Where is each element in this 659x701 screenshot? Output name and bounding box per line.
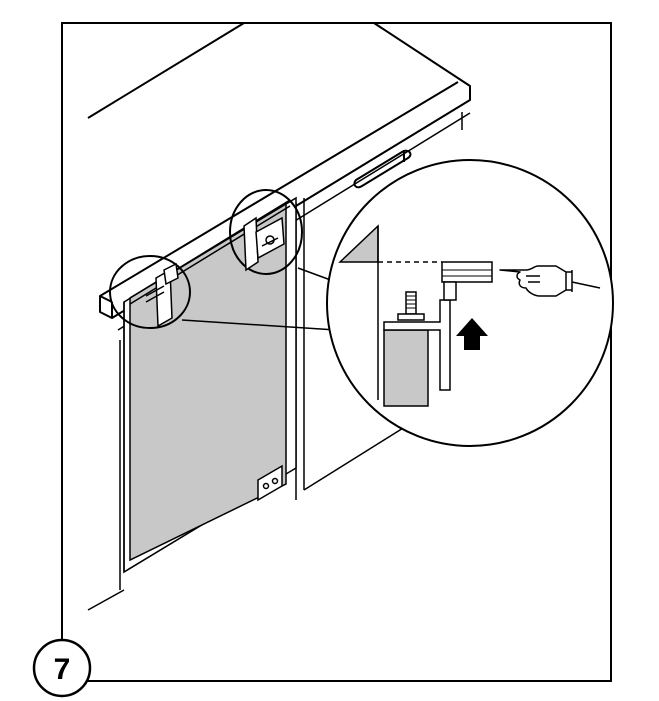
left-bracket-detail — [109, 255, 191, 329]
diagram-frame — [61, 22, 612, 682]
pointing-hand-icon — [499, 265, 573, 297]
appliance-door — [123, 196, 297, 574]
right-bracket-detail — [229, 189, 303, 275]
bottom-hinge-plate — [257, 464, 283, 502]
step-number: 7 — [54, 653, 71, 686]
sliding-block — [441, 261, 493, 283]
step-badge: 7 — [32, 638, 92, 698]
door-panel-section — [383, 329, 429, 407]
l-bracket — [383, 299, 451, 391]
drawer-handle — [353, 149, 412, 189]
cabinet-side — [87, 340, 297, 611]
adjustment-bolt — [405, 291, 417, 315]
up-arrow-icon — [456, 318, 488, 350]
magnified-callout — [326, 159, 614, 447]
